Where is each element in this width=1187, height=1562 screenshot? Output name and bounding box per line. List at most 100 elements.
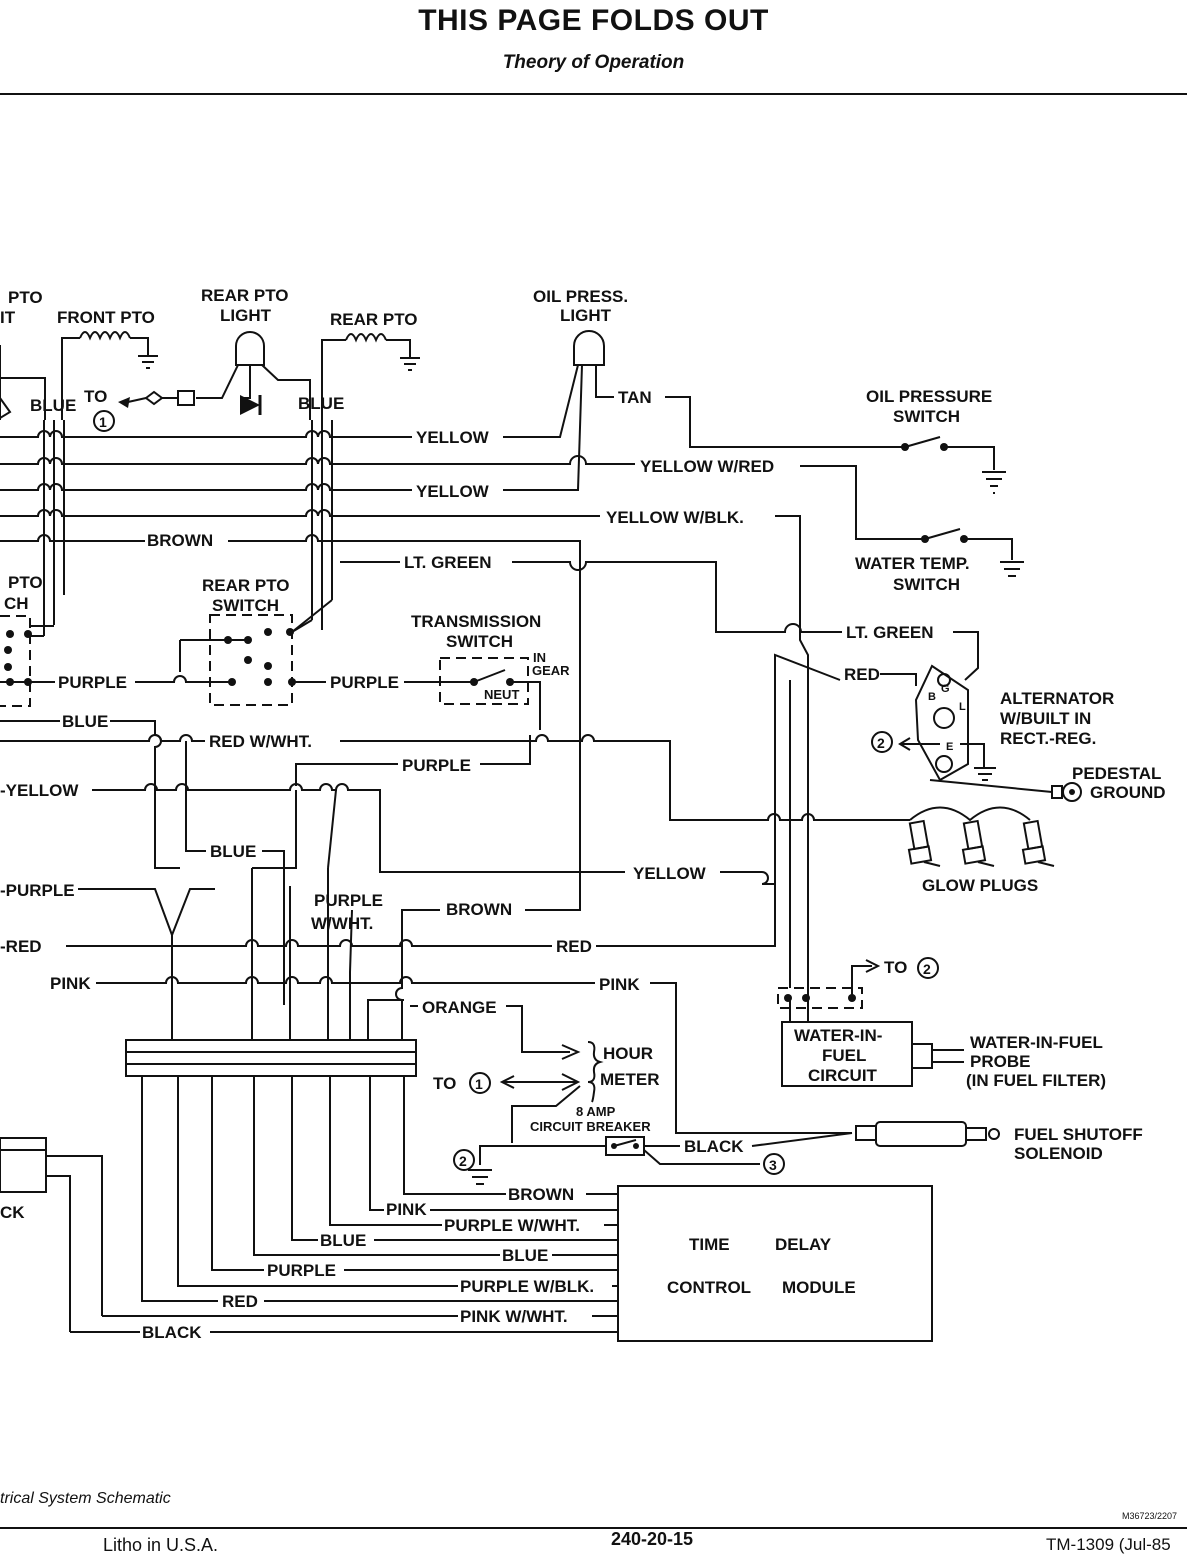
wire-yellow-w-blk: YELLOW W/BLK. bbox=[606, 508, 744, 527]
water-temp-switch: WATER TEMP. SWITCH bbox=[800, 465, 1024, 594]
wire-lt-green-1: LT. GREEN bbox=[404, 553, 492, 572]
front-pto-coil: FRONT PTO bbox=[57, 308, 158, 420]
wire-blue-tdm-2: BLUE bbox=[502, 1246, 548, 1265]
ref-3-label: 3 bbox=[769, 1157, 777, 1173]
wire-blue-right: BLUE bbox=[298, 394, 344, 413]
wire-pink-w-wht-tdm: PINK W/WHT. bbox=[460, 1307, 568, 1326]
wire-yellow-2: YELLOW bbox=[416, 482, 490, 501]
alternator: B G L E 2 ALTERNATOR W/BUILT IN RECT.-RE… bbox=[871, 664, 1114, 782]
tdm-feed-wires bbox=[70, 1076, 618, 1333]
wire-lt-green-2: LT. GREEN bbox=[846, 623, 934, 642]
tdm-label-delay: DELAY bbox=[775, 1235, 832, 1254]
header-rule bbox=[0, 93, 1187, 95]
wire-purple-w-wht-1: PURPLE bbox=[314, 891, 383, 910]
wif-probe-label-3: (IN FUEL FILTER) bbox=[966, 1071, 1106, 1090]
fuel-shutoff-label-1: FUEL SHUTOFF bbox=[1014, 1125, 1143, 1144]
neut-label: NEUT bbox=[484, 687, 519, 702]
front-pto-partial: PTO IT bbox=[0, 288, 46, 420]
wire-yellow-3: YELLOW bbox=[633, 864, 707, 883]
hour-meter-label-2: METER bbox=[600, 1070, 660, 1089]
figure-code: M36723/2207 bbox=[1122, 1511, 1177, 1521]
page-subtitle: Theory of Operation bbox=[502, 52, 685, 73]
wire-purple-1: PURPLE bbox=[58, 673, 127, 692]
oil-pressure-switch-label-2: SWITCH bbox=[893, 407, 960, 426]
wif-probe-label-1: WATER-IN-FUEL bbox=[970, 1033, 1103, 1052]
to-label-2: TO bbox=[433, 1074, 456, 1093]
wire-red-mid: RED bbox=[556, 937, 592, 956]
page-title: THIS PAGE FOLDS OUT bbox=[418, 4, 769, 37]
hour-meter-label-1: HOUR bbox=[603, 1044, 653, 1063]
rear-pto-label: REAR PTO bbox=[330, 310, 418, 329]
wire-brown-2: BROWN bbox=[446, 900, 512, 919]
wire-purple-tdm: PURPLE bbox=[267, 1261, 336, 1280]
left-connector-partial: CK bbox=[0, 1137, 103, 1332]
water-temp-switch-label-1: WATER TEMP. bbox=[855, 554, 970, 573]
tdm-label-time: TIME bbox=[689, 1235, 730, 1254]
alternator-label-1: ALTERNATOR bbox=[1000, 689, 1114, 708]
pedestal-ground: PEDESTAL GROUND bbox=[929, 764, 1166, 802]
front-pto-partial-label-2: IT bbox=[0, 308, 16, 327]
alt-g-label: G bbox=[941, 683, 950, 695]
in-gear-label-1: IN bbox=[533, 650, 546, 665]
wire-red-alt: RED bbox=[844, 665, 880, 684]
fuel-shutoff-solenoid: FUEL SHUTOFF SOLENOID bbox=[855, 1121, 1143, 1163]
rear-pto-light-label-1: REAR PTO bbox=[201, 286, 289, 305]
left-wire-bundle bbox=[30, 420, 65, 637]
wire-blue-lower: BLUE bbox=[210, 842, 256, 861]
figure-caption: trical System Schematic bbox=[0, 1490, 171, 1507]
rear-pto-switch-label-2: SWITCH bbox=[212, 596, 279, 615]
wire-purple-left: -PURPLE bbox=[0, 881, 75, 900]
ref-2-label-3: 2 bbox=[877, 735, 885, 751]
tdm-label-control: CONTROL bbox=[667, 1278, 751, 1297]
circuit-breaker: 8 AMP CIRCUIT BREAKER 2 3 bbox=[453, 1104, 785, 1185]
connector-partial-label: CK bbox=[0, 1203, 25, 1222]
hour-meter: HOUR METER TO 1 bbox=[433, 1041, 660, 1143]
rear-pto-light-label-2: LIGHT bbox=[220, 306, 272, 325]
wire-brown-tdm: BROWN bbox=[508, 1185, 574, 1204]
rear-pto-switch-label-1: REAR PTO bbox=[202, 576, 290, 595]
rear-pto-light: REAR PTO LIGHT bbox=[144, 286, 311, 420]
ref-2-label-2: 2 bbox=[923, 961, 931, 977]
in-gear-label-2: GEAR bbox=[532, 663, 570, 678]
front-pto-partial-label: PTO bbox=[8, 288, 43, 307]
time-delay-control-module: TIME DELAY CONTROL MODULE bbox=[617, 1185, 933, 1342]
footer-rule bbox=[0, 1527, 1187, 1529]
wire-yellow-left: -YELLOW bbox=[0, 781, 79, 800]
harness-horizontals bbox=[0, 430, 979, 1005]
alternator-label-3: RECT.-REG. bbox=[1000, 729, 1096, 748]
to-label: TO bbox=[84, 387, 107, 406]
wire-purple-3: PURPLE bbox=[402, 756, 471, 775]
transmission-switch: TRANSMISSION SWITCH IN GEAR NEUT bbox=[411, 612, 570, 705]
footer-page-number: 240-20-15 bbox=[611, 1529, 694, 1549]
alternator-label-2: W/BUILT IN bbox=[1000, 709, 1091, 728]
glow-plugs: GLOW PLUGS bbox=[907, 806, 1055, 895]
wire-yellow-1: YELLOW bbox=[416, 428, 490, 447]
transmission-switch-label-2: SWITCH bbox=[446, 632, 513, 651]
wire-yellow-w-red: YELLOW W/RED bbox=[640, 457, 774, 476]
wif-circuit-label-3: CIRCUIT bbox=[808, 1066, 878, 1085]
to-reference-1: TO 1 bbox=[84, 387, 147, 432]
water-in-fuel-circuit: TO 2 WATER-IN- FUEL CIRCUIT WATER-IN-FUE… bbox=[777, 957, 1106, 1090]
wif-circuit-label-1: WATER-IN- bbox=[794, 1026, 882, 1045]
circuit-breaker-label-1: 8 AMP bbox=[576, 1104, 616, 1119]
alt-e-label: E bbox=[946, 741, 953, 753]
ref-1-label: 1 bbox=[99, 414, 107, 430]
ref-2-label: 2 bbox=[459, 1153, 467, 1169]
transmission-switch-label-1: TRANSMISSION bbox=[411, 612, 541, 631]
wire-brown-1: BROWN bbox=[147, 531, 213, 550]
glow-plugs-label: GLOW PLUGS bbox=[922, 876, 1038, 895]
wire-black-tdm: BLACK bbox=[142, 1323, 202, 1342]
wire-pink-tdm: PINK bbox=[386, 1200, 427, 1219]
wire-purple-w-wht-tdm: PURPLE W/WHT. bbox=[444, 1216, 580, 1235]
wire-pink-left: PINK bbox=[50, 974, 91, 993]
oil-pressure-switch-label-1: OIL PRESSURE bbox=[866, 387, 992, 406]
wire-tan: TAN bbox=[618, 388, 652, 407]
pedestal-ground-label-2: GROUND bbox=[1090, 783, 1166, 802]
wire-blue-left: BLUE bbox=[30, 396, 76, 415]
oil-press-light-label-2: LIGHT bbox=[560, 306, 612, 325]
tdm-label-module: MODULE bbox=[782, 1278, 856, 1297]
rear-pto-switch: REAR PTO SWITCH bbox=[179, 576, 296, 706]
footer-litho: Litho in U.S.A. bbox=[103, 1535, 219, 1555]
alt-l-label: L bbox=[959, 701, 966, 713]
